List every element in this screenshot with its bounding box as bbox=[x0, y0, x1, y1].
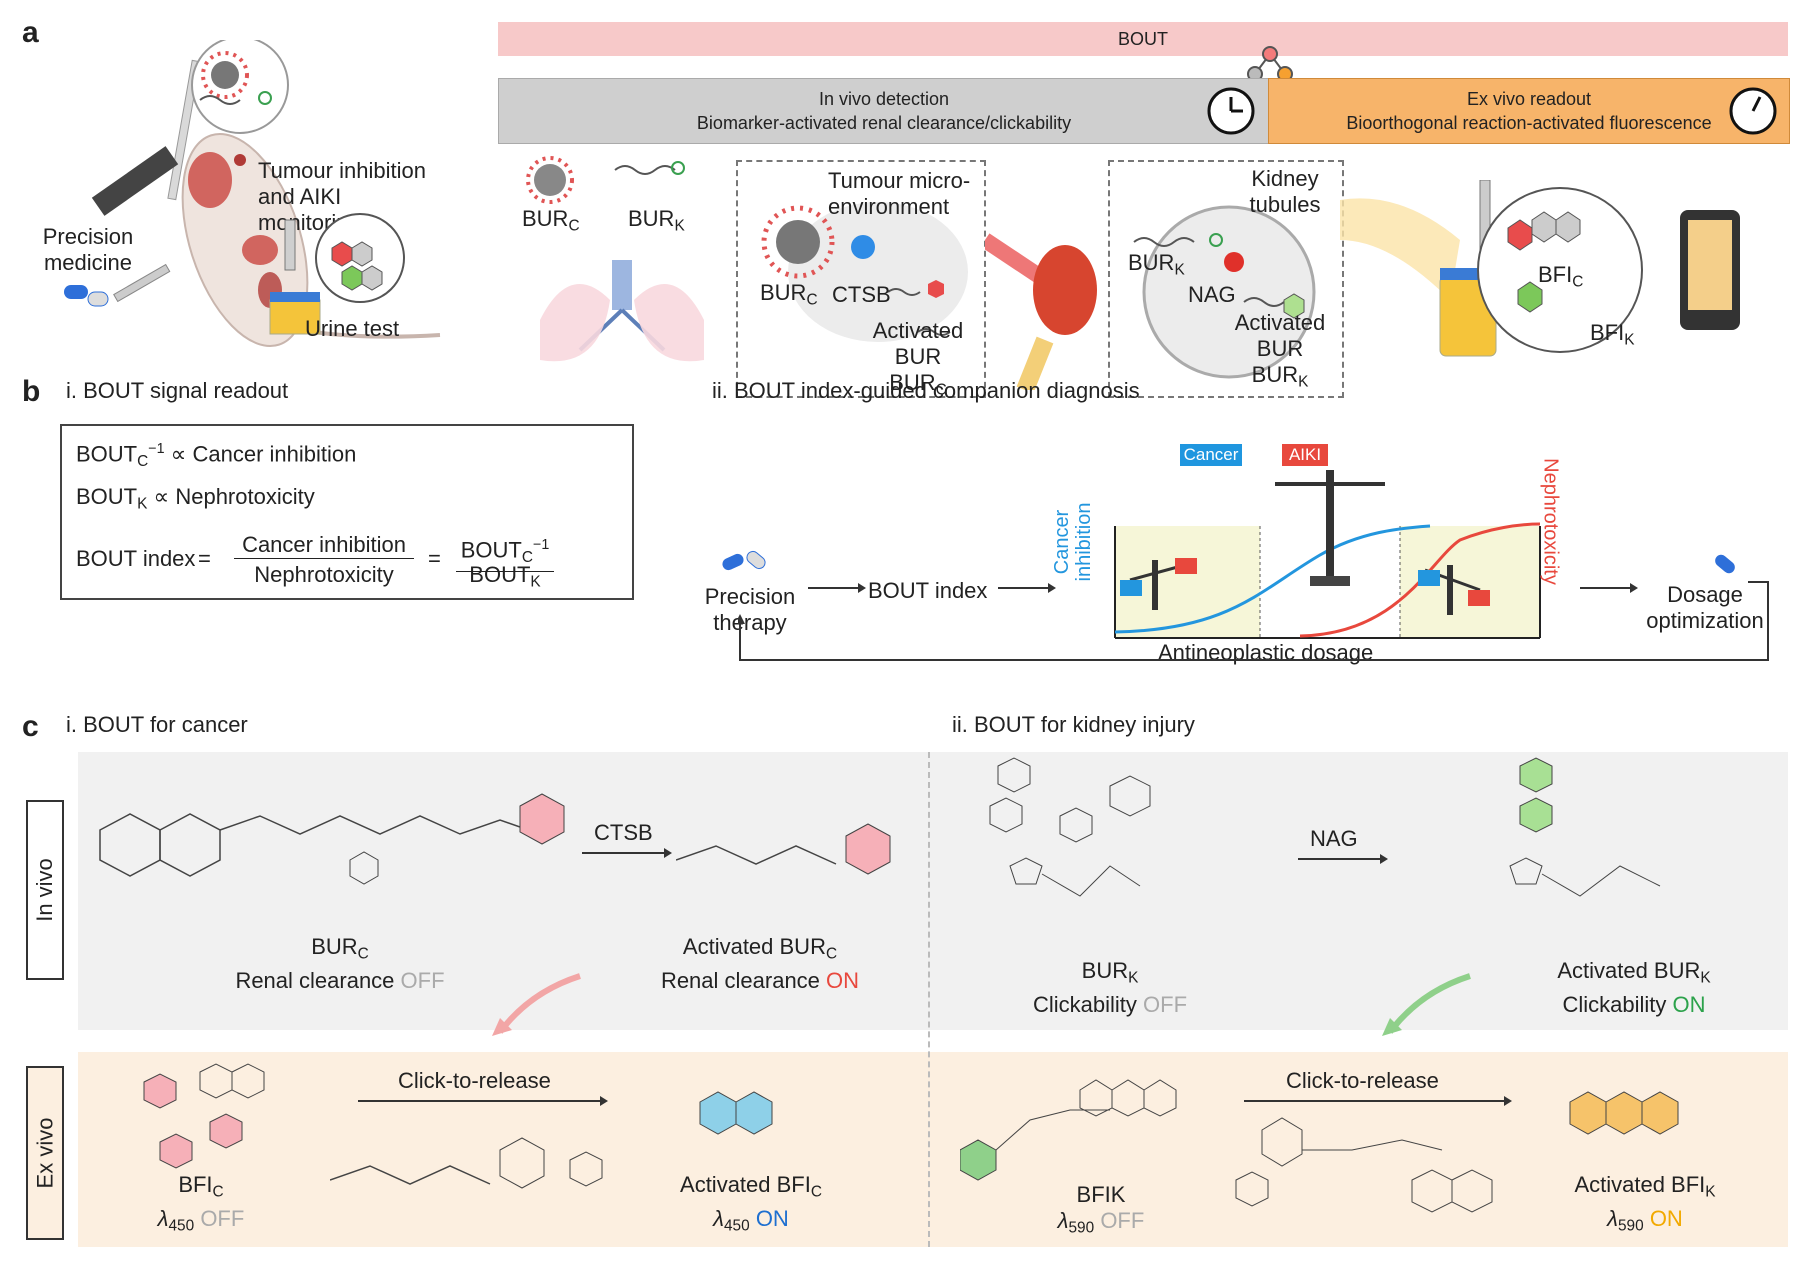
bur-k-label: BURK bbox=[628, 206, 685, 235]
tumour-microenvironment-box: Tumour micro-environment BURC CTSB Activ… bbox=[736, 160, 986, 399]
panel-b-ii-title: ii. BOUT index-guided companion diagnosi… bbox=[712, 378, 1140, 403]
urine-test-label: Urine test bbox=[305, 316, 400, 341]
tme-label: Tumour micro-environment bbox=[828, 168, 971, 219]
eq-equals-2: = bbox=[428, 546, 441, 571]
arrow-icon bbox=[582, 848, 672, 858]
bur-c-structure bbox=[99, 793, 565, 885]
panel-c-letter: c bbox=[22, 710, 39, 743]
bout-equation-box: BOUTC−1 ∝ Cancer inhibition BOUTK ∝ Neph… bbox=[60, 424, 634, 600]
nag-reaction-label: NAG bbox=[1310, 826, 1358, 851]
green-arrow-icon bbox=[1382, 973, 1471, 1036]
arrow-icon bbox=[1580, 583, 1638, 593]
eq-frac-num-1: Cancer inhibition bbox=[234, 532, 414, 559]
bur-k-structure bbox=[989, 757, 1151, 897]
pink-arrow-icon bbox=[492, 973, 581, 1036]
left-scale-icon bbox=[1120, 558, 1197, 610]
ex-vivo-side-label: Ex vivo bbox=[26, 1066, 64, 1240]
release-intermediate-structure-2 bbox=[1235, 1117, 1493, 1213]
eq-frac-den-1: Nephrotoxicity bbox=[254, 562, 394, 587]
ex-vivo-title: Ex vivo readout bbox=[1466, 89, 1592, 109]
pill-icon bbox=[722, 550, 766, 571]
precision-therapy-label: Precision therapy bbox=[704, 584, 796, 635]
activated-bur-c-structure bbox=[676, 823, 891, 875]
eq-cancer-inhibition: BOUTC−1 ∝ Cancer inhibition bbox=[76, 441, 357, 471]
ctsb-reaction-label: CTSB bbox=[594, 820, 653, 845]
arrow-icon bbox=[1298, 854, 1388, 864]
eq-bout-index: BOUT index bbox=[76, 546, 196, 571]
urine-test-illustration bbox=[269, 213, 405, 335]
clock-icon bbox=[1207, 87, 1255, 135]
center-scale-icon bbox=[1275, 470, 1385, 586]
ex-vivo-row bbox=[78, 1052, 1788, 1247]
panel-b-letter: b bbox=[22, 375, 41, 408]
panel-c-i-title: i. BOUT for cancer bbox=[66, 712, 248, 737]
arrow-icon bbox=[998, 583, 1056, 593]
dosage-chart bbox=[1114, 470, 1541, 639]
aiki-tag: AIKI bbox=[1282, 444, 1328, 466]
bfi-k-structure bbox=[960, 1079, 1177, 1181]
tme-bur-c-label: BURC bbox=[760, 280, 818, 309]
bout-index-flow-label: BOUT index bbox=[868, 578, 988, 603]
ex-vivo-readout-bar: Ex vivo readout Bioorthogonal reaction-a… bbox=[1268, 78, 1790, 144]
arrow-icon bbox=[1244, 1096, 1512, 1106]
kt-nag-label: NAG bbox=[1188, 282, 1236, 307]
eq-equals-1: = bbox=[198, 546, 211, 571]
bout-bar: BOUT bbox=[498, 22, 1788, 56]
panel-c-ii-title: ii. BOUT for kidney injury bbox=[952, 712, 1195, 737]
ex-vivo-subtitle: Bioorthogonal reaction-activated fluores… bbox=[1346, 113, 1712, 133]
bfi-c-label: BFIC bbox=[1538, 262, 1584, 291]
precision-medicine-label: Precision medicine bbox=[42, 224, 134, 275]
connector-icon bbox=[1247, 46, 1293, 82]
column-divider bbox=[928, 752, 930, 1247]
kidney-tubules-label: Kidney tubules bbox=[1249, 166, 1321, 217]
arrow-icon bbox=[808, 583, 866, 593]
kidney-illustration bbox=[985, 233, 1097, 390]
dosage-optimization-label: Dosage optimization bbox=[1646, 582, 1764, 633]
activated-bfi-c-structure bbox=[699, 1091, 773, 1135]
feedback-loop-arrow bbox=[738, 581, 1769, 661]
click-to-release-label-2: Click-to-release bbox=[1286, 1068, 1439, 1093]
eq-nephrotoxicity: BOUTK ∝ Nephrotoxicity bbox=[76, 484, 315, 513]
in-vivo-side-label: In vivo bbox=[26, 800, 64, 980]
in-vivo-title: In vivo detection bbox=[818, 89, 950, 109]
panel-b-i-title: i. BOUT signal readout bbox=[66, 378, 289, 403]
click-to-release-label-1: Click-to-release bbox=[398, 1068, 551, 1093]
tumour-inhibition-label: Tumour inhibition and AIKI monitoring bbox=[258, 158, 426, 235]
panel-a-letter: a bbox=[22, 16, 39, 49]
timer-icon bbox=[1729, 87, 1777, 135]
right-scale-icon bbox=[1418, 565, 1490, 615]
activated-bfi-k-structure bbox=[1569, 1091, 1679, 1135]
bfi-k-label: BFIK bbox=[1590, 320, 1635, 349]
activated-bur-k-structure bbox=[1509, 757, 1661, 897]
release-intermediate-structure bbox=[330, 1137, 603, 1189]
bfi-c-structure bbox=[143, 1063, 265, 1169]
kt-bur-k-label: BURK bbox=[1128, 250, 1185, 279]
in-vivo-detection-bar: In vivo detection Biomarker-activated re… bbox=[498, 78, 1270, 144]
bur-c-label: BURC bbox=[522, 206, 580, 235]
pill-icon bbox=[1715, 554, 1735, 574]
in-vivo-row bbox=[78, 752, 1788, 1030]
in-vivo-subtitle: Biomarker-activated renal clearance/clic… bbox=[696, 113, 1072, 133]
y-axis-right-label: Nephrotoxicity bbox=[1539, 458, 1562, 585]
ex-vivo-readout-illustration bbox=[1340, 180, 1740, 357]
lungs-illustration bbox=[526, 156, 704, 362]
arrow-icon bbox=[358, 1096, 608, 1106]
eq-frac-num-2: BOUTC−1 bbox=[456, 532, 554, 573]
eq-frac-den-2: BOUTK bbox=[469, 562, 541, 591]
tme-ctsb-label: CTSB bbox=[832, 282, 891, 307]
cancer-tag: Cancer bbox=[1180, 444, 1242, 466]
